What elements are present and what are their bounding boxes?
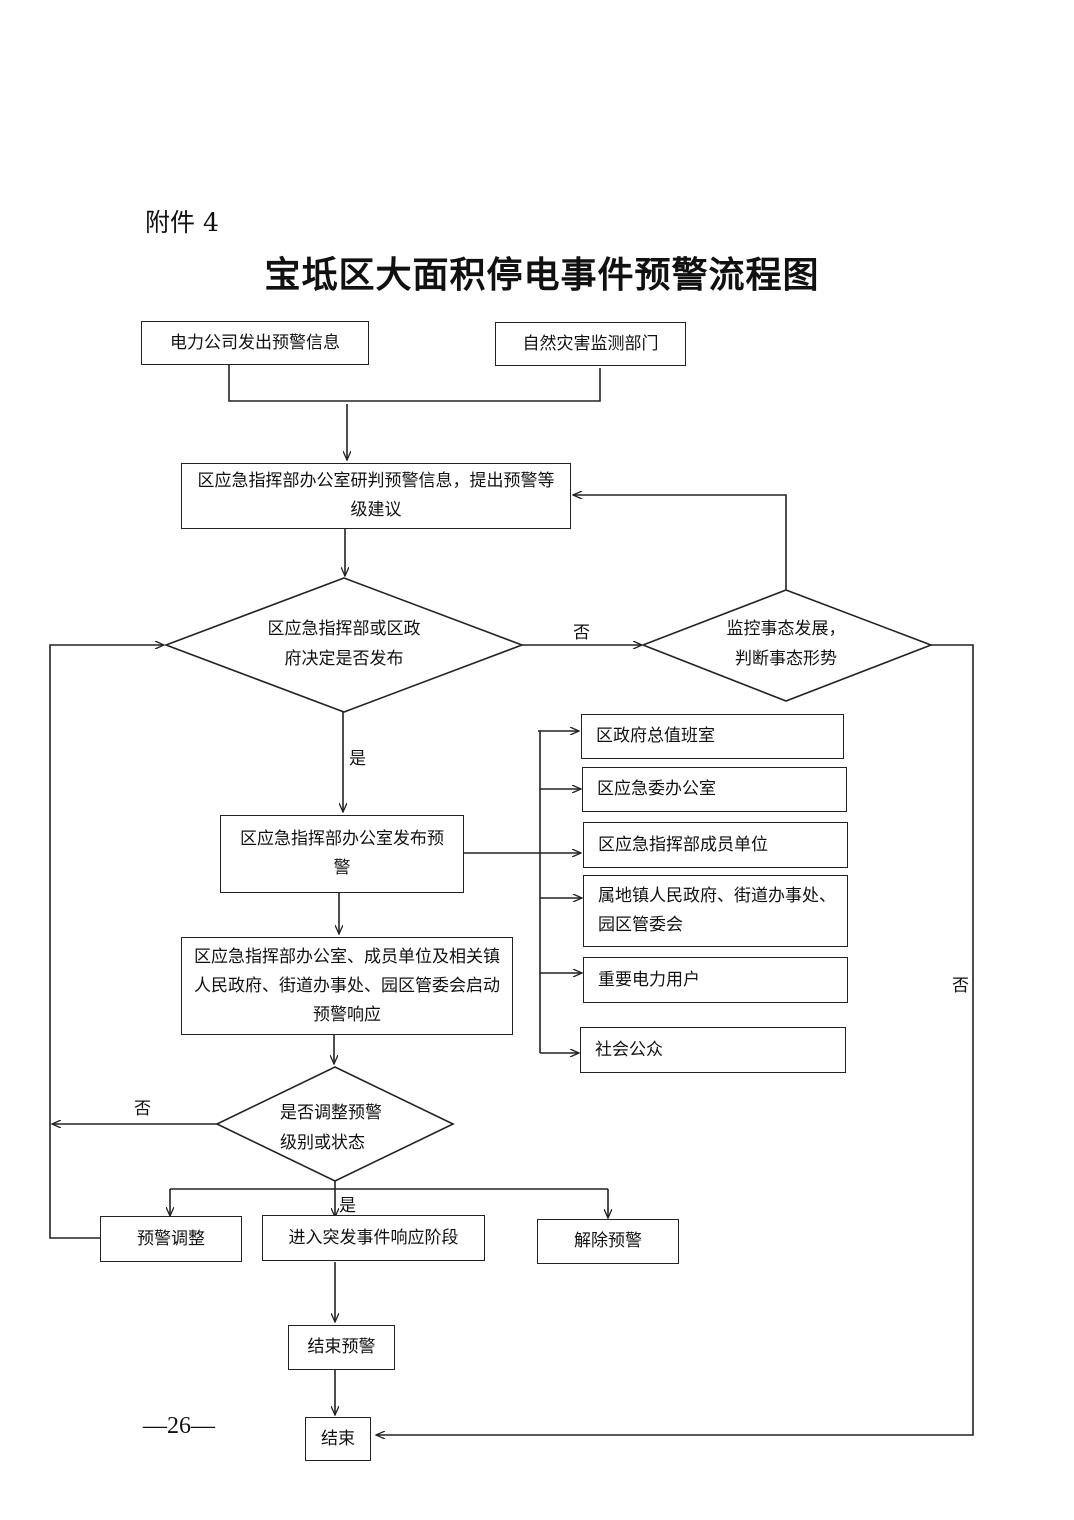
decide-publish-yes-label: 是 [349,749,366,769]
recipient-box: 区应急委办公室 [582,767,847,812]
lift-warning-box: 解除预警 [537,1219,679,1264]
recipient-box: 属地镇人民政府、街道办事处、园区管委会 [583,875,848,947]
recipient-box: 社会公众 [580,1027,846,1073]
page-number: —26— [143,1413,215,1439]
recipient-box: 重要电力用户 [583,957,848,1003]
adjust-warning-box: 预警调整 [100,1216,242,1262]
connector-sources-merge [228,365,601,402]
attachment-label: 附件 4 [145,208,219,237]
monitor-diamond [640,589,934,702]
adjust-no-label: 否 [134,1099,151,1119]
recipient-box: 区政府总值班室 [581,714,844,759]
decide-publish-no-label: 否 [573,623,590,643]
monitor-situation-text: 监控事态发展，判断事态形势 [726,619,846,669]
page-title: 宝坻区大面积停电事件预警流程图 [264,254,820,296]
assess-warning-box: 区应急指挥部办公室研判预警信息，提出预警等级建议 [181,463,571,529]
source-disaster-monitor-box: 自然灾害监测部门 [495,322,686,366]
connector-monitor-to-end [376,644,974,1435]
adjust-yes-label: 是 [339,1196,356,1216]
start-response-box: 区应急指挥部办公室、成员单位及相关镇人民政府、街道办事处、园区管委会启动预警响应 [181,937,513,1035]
enter-emergency-response-box: 进入突发事件响应阶段 [262,1215,485,1261]
recipient-box: 区应急指挥部成员单位 [583,822,848,868]
connector-monitor-loop [573,495,787,590]
monitor-no-label: 否 [952,976,969,996]
end-warning-box: 结束预警 [288,1325,395,1370]
end-box: 结束 [305,1417,371,1461]
publish-warning-box: 区应急指挥部办公室发布预警 [220,815,464,893]
decide-publish-diamond [163,577,525,713]
source-power-company-box: 电力公司发出预警信息 [141,321,369,365]
decide-publish-text: 区应急指挥部或区政府决定是否发布 [267,619,421,669]
decide-adjust-text: 是否调整预警级别或状态 [280,1103,382,1153]
connector-adjust-loop [49,645,164,1239]
